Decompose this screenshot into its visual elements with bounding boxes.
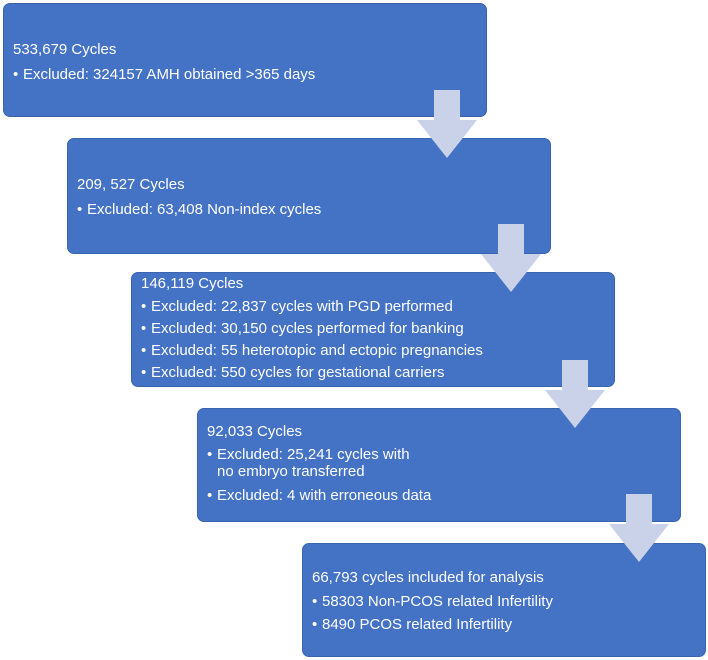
step-box-3: 146,119 Cycles Excluded: 22,837 cycles w… xyxy=(131,272,615,387)
down-arrow-icon xyxy=(417,90,477,158)
list-item: Excluded: 4 with erroneous data xyxy=(207,486,680,505)
box-title: 66,793 cycles included for analysis xyxy=(312,569,544,586)
exclusion-list: Excluded: 25,241 cycles with no embryo t… xyxy=(207,446,680,505)
list-item: 8490 PCOS related Infertility xyxy=(312,615,705,634)
list-item: Excluded: 63,408 Non-index cycles xyxy=(77,200,550,219)
list-item: Excluded: 22,837 cycles with PGD perform… xyxy=(141,297,614,316)
list-item: Excluded: 30,150 cycles performed for ba… xyxy=(141,319,614,338)
down-arrow-icon xyxy=(545,360,605,428)
down-arrow-icon xyxy=(481,224,541,292)
box-title: 146,119 Cycles xyxy=(141,275,244,292)
list-item: Excluded: 25,241 cycles with no embryo t… xyxy=(207,446,427,480)
list-item: Excluded: 324157 AMH obtained >365 days xyxy=(13,65,486,84)
list-item: 58303 Non-PCOS related Infertility xyxy=(312,592,705,611)
list-item: Excluded: 55 heterotopic and ectopic pre… xyxy=(141,341,614,360)
box-title: 92,033 Cycles xyxy=(207,423,303,440)
step-box-5: 66,793 cycles included for analysis 5830… xyxy=(302,543,706,657)
exclusion-list: Excluded: 22,837 cycles with PGD perform… xyxy=(141,297,614,382)
step-box-1: 533,679 Cycles Excluded: 324157 AMH obta… xyxy=(3,3,487,117)
list-item: Excluded: 550 cycles for gestational car… xyxy=(141,363,614,382)
included-list: 58303 Non-PCOS related Infertility 8490 … xyxy=(312,592,705,634)
exclusion-list: Excluded: 324157 AMH obtained >365 days xyxy=(13,65,486,84)
box-title: 533,679 Cycles xyxy=(13,41,117,58)
step-box-4: 92,033 Cycles Excluded: 25,241 cycles wi… xyxy=(197,408,681,522)
step-box-2: 209, 527 Cycles Excluded: 63,408 Non-ind… xyxy=(67,138,551,254)
down-arrow-icon xyxy=(609,494,669,562)
exclusion-list: Excluded: 63,408 Non-index cycles xyxy=(77,200,550,219)
box-title: 209, 527 Cycles xyxy=(77,176,185,193)
